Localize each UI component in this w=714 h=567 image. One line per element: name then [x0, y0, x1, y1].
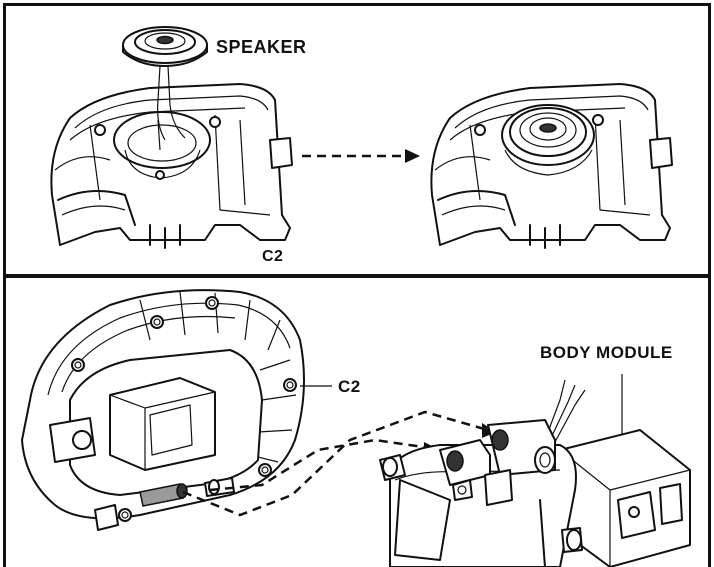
- housing-left-illustration: [50, 26, 293, 249]
- c2-housing-illustration: [21, 289, 332, 531]
- c2-bottom-label: C2: [338, 377, 361, 396]
- install-arrow: [302, 149, 420, 163]
- body-module-illustration: [379, 374, 691, 567]
- body-module-label: BODY MODULE: [540, 343, 673, 362]
- c2-top-label: C2: [262, 248, 284, 265]
- speaker-label: SPEAKER: [216, 37, 307, 57]
- housing-right-illustration: [430, 83, 673, 249]
